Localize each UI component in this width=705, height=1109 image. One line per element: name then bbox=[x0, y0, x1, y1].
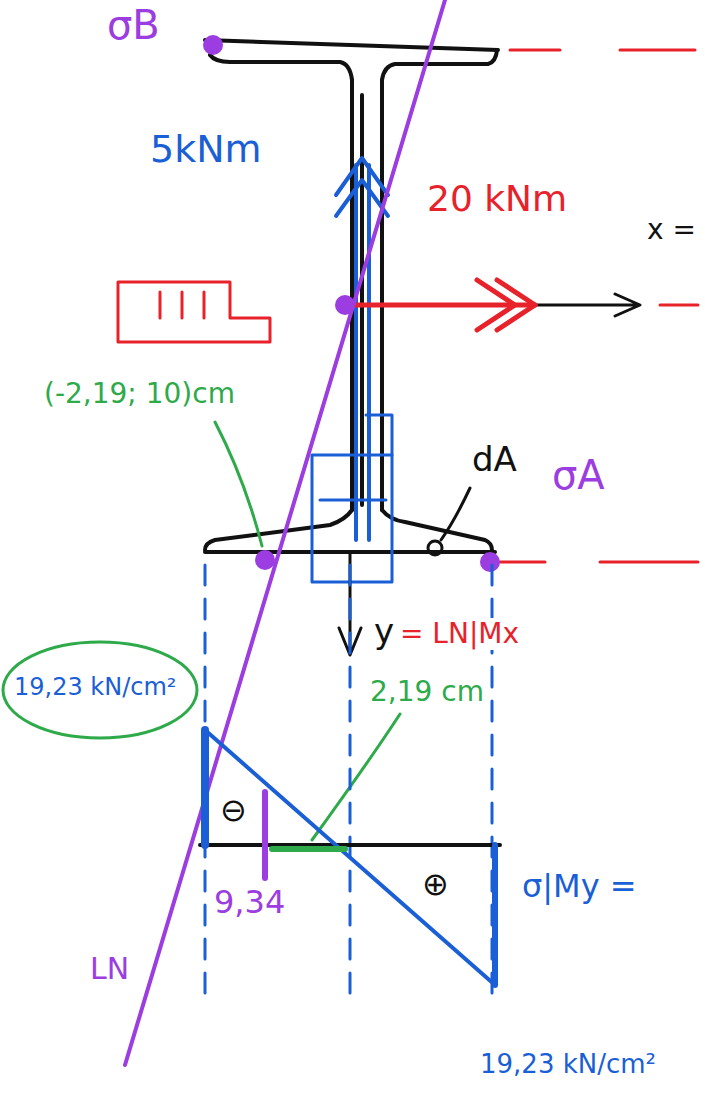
leader-line bbox=[441, 488, 470, 540]
axis-note: = LN|Mx bbox=[398, 618, 521, 650]
stress-value: 19,23 kN/cm² bbox=[478, 1050, 658, 1080]
i-beam-section bbox=[205, 40, 498, 552]
stress-symbol bbox=[118, 282, 270, 342]
stress-value: 19,23 kN/cm² bbox=[12, 674, 178, 702]
neutral-line-label: LN bbox=[88, 952, 131, 987]
dimension-label: 2,19 cm bbox=[368, 676, 486, 708]
stress-diagram-label: σ|My = bbox=[520, 868, 639, 905]
stress-points bbox=[203, 35, 500, 572]
area-element bbox=[312, 415, 392, 582]
area-label: dA bbox=[470, 440, 519, 479]
neutral-line bbox=[125, 0, 445, 1065]
axis-label: y bbox=[372, 612, 396, 651]
moment-label: 20 kNm bbox=[425, 178, 569, 219]
sign-symbol: ⊕ bbox=[420, 866, 451, 903]
value-label: 9,34 bbox=[212, 884, 287, 921]
stress-diagram bbox=[200, 730, 500, 985]
sign-symbol: ⊖ bbox=[218, 792, 249, 829]
stress-point-label: σA bbox=[550, 452, 607, 498]
area-dot bbox=[428, 541, 442, 555]
coordinate-label: (-2,19; 10)cm bbox=[42, 378, 237, 410]
axis-label: x = bbox=[645, 214, 698, 246]
stress-point-label: σB bbox=[105, 2, 162, 48]
moment-label: 5kNm bbox=[148, 128, 264, 172]
axes bbox=[339, 294, 640, 655]
moment-arrow bbox=[350, 280, 535, 330]
